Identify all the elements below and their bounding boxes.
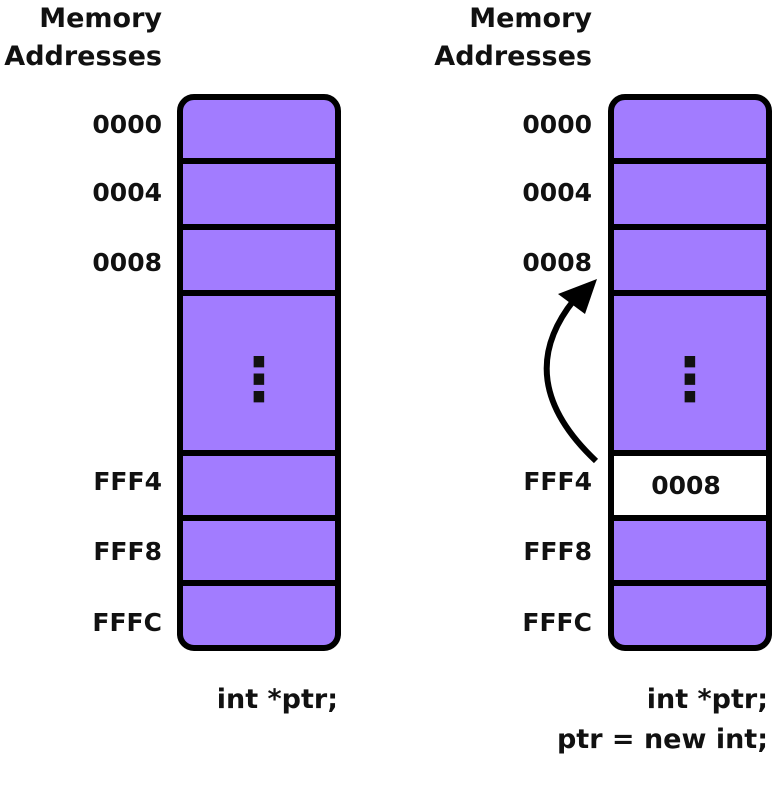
right-address-label: 0004 [522,178,592,207]
right-code-line2: ptr = new int; [557,724,768,755]
right-header-line1: Memory [469,3,592,34]
right-panel: Memory Addresses ⋮ 0008 0000 0004 0008 F… [434,3,772,755]
right-address-label: FFF8 [523,537,592,566]
left-address-label: FFF4 [93,467,162,496]
left-ellipsis: ⋮ [229,345,289,415]
left-memory-column [177,94,341,651]
right-memory-column [608,94,772,651]
pointer-cell-highlight [611,453,769,518]
right-ellipsis: ⋮ [660,345,720,415]
left-header-line2: Addresses [4,41,162,72]
left-column-body [177,94,341,651]
left-address-label: 0008 [92,248,162,277]
left-address-label: FFF8 [93,537,162,566]
left-address-label: 0004 [92,178,162,207]
right-address-label: 0000 [522,110,592,139]
right-address-label: FFF4 [523,467,592,496]
pointer-cell-value: 0008 [651,471,721,500]
right-address-label: 0008 [522,248,592,277]
left-address-label: FFFC [92,608,162,637]
right-header-line2: Addresses [434,41,592,72]
pointer-arrowhead-icon [558,279,597,314]
left-panel: Memory Addresses ⋮ 0000 0004 0008 FFF4 F… [4,3,341,715]
right-address-label: FFFC [522,608,592,637]
pointer-arrow [543,298,599,464]
left-code-line1: int *ptr; [217,684,338,715]
right-code-line1: int *ptr; [647,684,768,715]
left-header-line1: Memory [39,3,162,34]
left-address-label: 0000 [92,110,162,139]
